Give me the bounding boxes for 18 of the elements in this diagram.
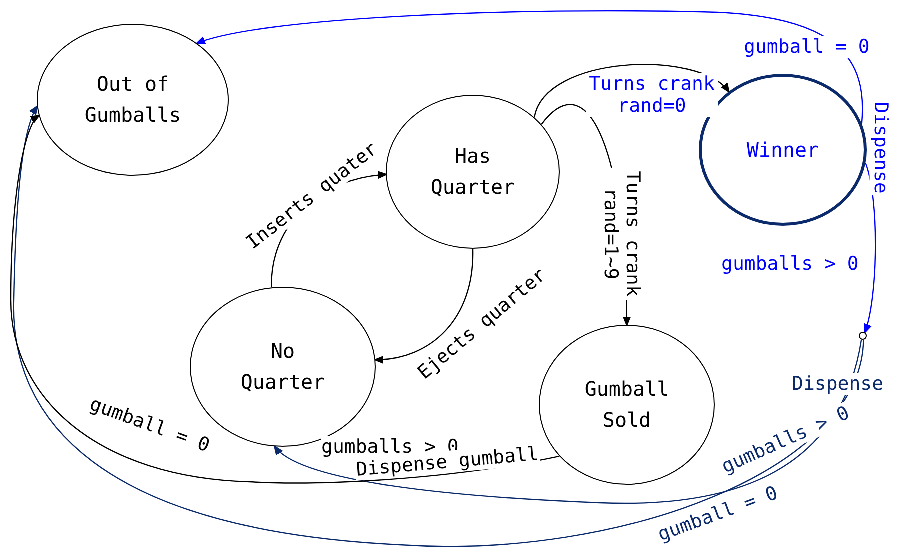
edge-label: gumball = 0 — [743, 36, 871, 58]
transition-arrow — [534, 64, 730, 118]
condition-label: gumballs > 0 — [720, 253, 860, 275]
transition-arrow — [864, 163, 876, 334]
state-name: Has Quarter — [430, 143, 516, 201]
state-name: Winner — [746, 136, 820, 164]
condition-label: Dispense — [791, 373, 885, 395]
transition-arrow — [13, 105, 864, 547]
transition-arrow — [274, 340, 862, 504]
edge-label: Dispense — [870, 101, 892, 195]
state-name: No Quarter — [240, 338, 326, 396]
state-name: Gumball Sold — [584, 376, 670, 434]
transition-arrow — [10, 114, 560, 484]
edge-label: Turns crank rand=0 — [586, 73, 718, 117]
junction-circle — [859, 332, 867, 340]
transition-arrow — [374, 248, 474, 364]
state-name: Out of Gumballs — [84, 71, 182, 129]
transition-arrow — [196, 10, 864, 124]
